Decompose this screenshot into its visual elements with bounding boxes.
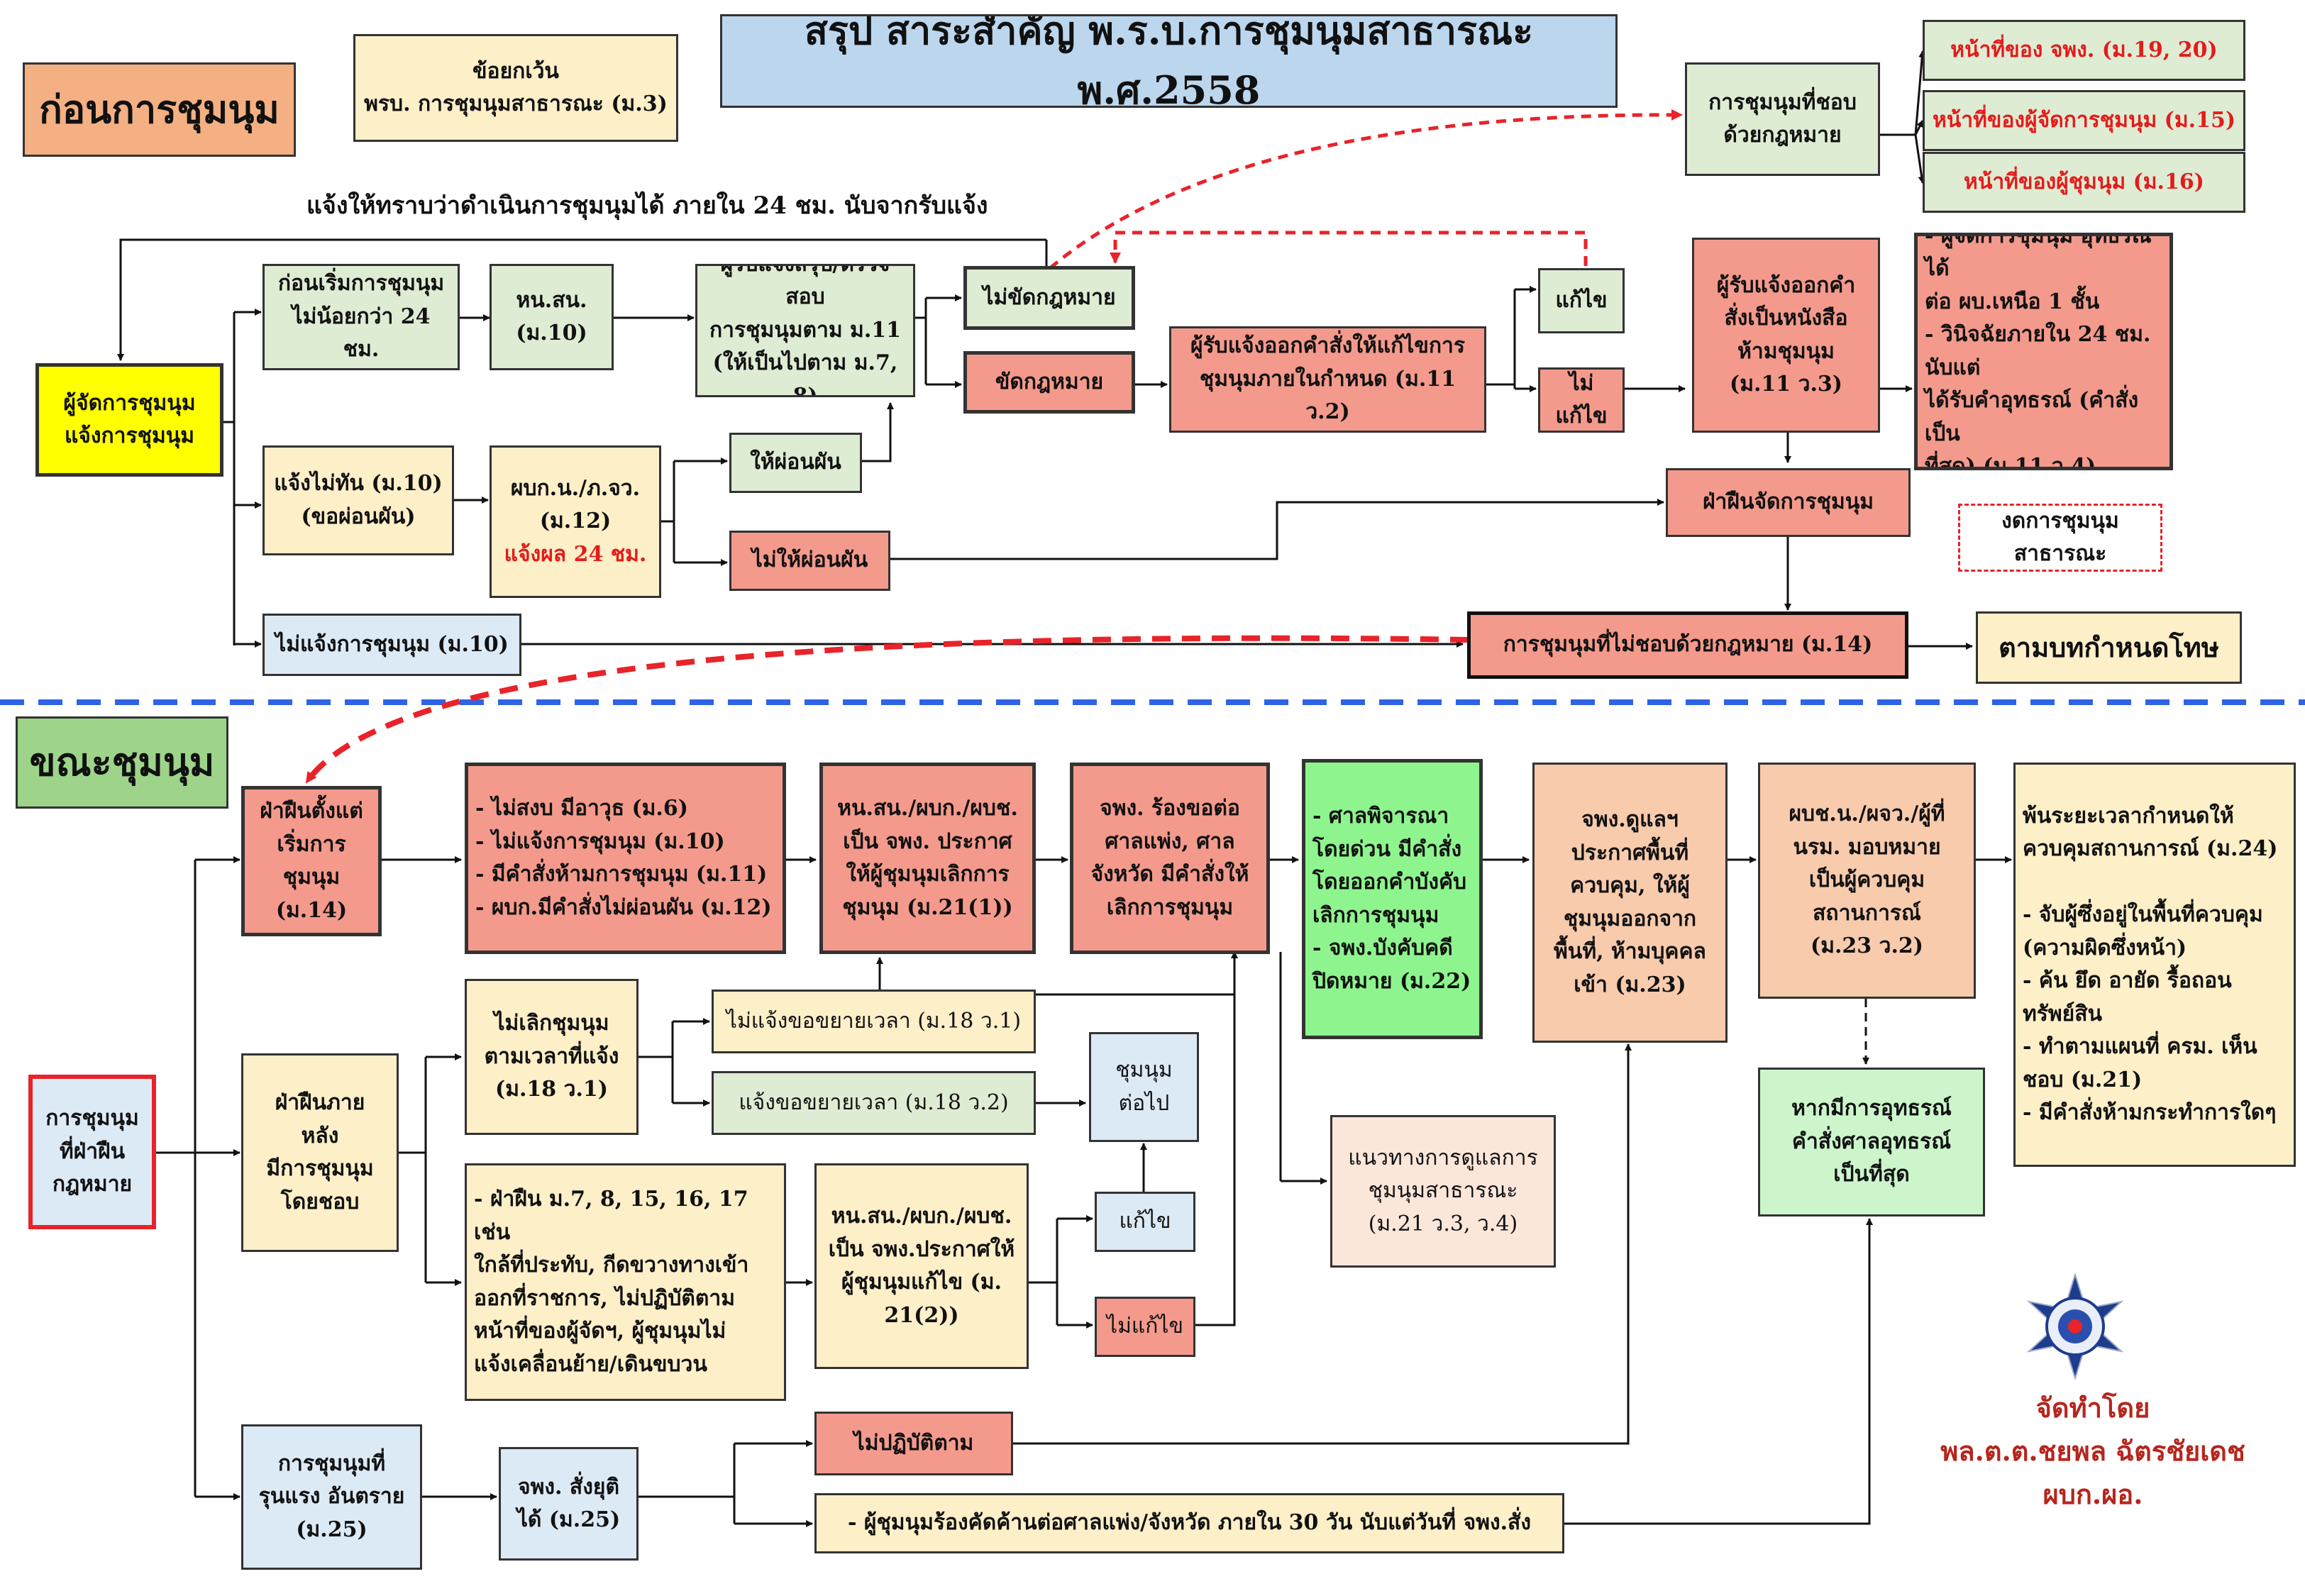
not-end-box: ไม่เลิกชุมนุม ตามเวลาที่แจ้ง (ม.18 ว.1)	[465, 979, 639, 1135]
commander-label: ผบก.น./ภ.จว. (ม.12)	[510, 475, 641, 534]
against-law-box: ขัดกฎหมาย	[963, 351, 1135, 414]
organizer-notify-box: ผู้จัดการชุมนุม แจ้งการชุมนุม	[35, 363, 223, 477]
before-start-box: ก่อนเริ่มการชุมนุม ไม่น้อยกว่า 24 ชม.	[262, 264, 460, 370]
not-comply-box: ไม่ปฏิบัติตาม	[814, 1412, 1013, 1475]
court-urgent-box: - ศาลพิจารณา โดยด่วน มีคำสั่ง โดยออกคำบั…	[1302, 759, 1483, 1039]
extension-box: แจ้งขอขยายเวลา (ม.18 ว.2)	[712, 1071, 1036, 1135]
illegal-assembly-box: การชุมนุม ที่ฝ่าฝืน กฎหมาย	[28, 1075, 156, 1229]
appeal-box: - ผู้จัดการชุมนุม อุทธรณ์ได้ ต่อ ผบ.เหนื…	[1914, 233, 2173, 470]
page-title: สรุป สาระสำคัญ พ.ร.บ.การชุมนุมสาธารณะ พ.…	[720, 14, 1618, 108]
other-violations-box: - ฝ่าฝืน ม.7, 8, 15, 16, 17 เช่น ใกล้ที่…	[465, 1163, 786, 1401]
duty-organizer-box: หน้าที่ของผู้จัดการชุมนุม (ม.15)	[1923, 90, 2245, 151]
during-section-header: ขณะชุมนุม	[16, 716, 228, 809]
announce-fix-box: หน.สน./ผบก./ผบช. เป็น จพง.ประกาศให้ ผู้ช…	[814, 1163, 1029, 1369]
continue-box: ชุมนุม ต่อไป	[1089, 1032, 1199, 1142]
order-fix-box: ผู้รับแจ้งออกคำสั่งให้แก้ไขการ ชุมนุมภาย…	[1169, 326, 1486, 433]
object-court-box: - ผู้ชุมนุมร้องคัดค้านต่อศาลแพ่ง/จังหวัด…	[814, 1493, 1564, 1553]
unlawful-assembly-box: การชุมนุมที่ไม่ชอบด้วยกฎหมาย (ม.14)	[1467, 611, 1908, 679]
stop-order-box: จพง. สั่งยุติ ได้ (ม.25)	[499, 1447, 639, 1561]
fixed-box: แก้ไข	[1538, 268, 1625, 333]
prohibit-order-box: ผู้รับแจ้งออกคำ สั่งเป็นหนังสือ ห้ามชุมน…	[1692, 238, 1880, 433]
police-emblem-icon	[2026, 1273, 2124, 1380]
station-chief-box: หน.สน. (ม.10)	[490, 264, 614, 370]
control-powers-box: พ้นระยะเวลากำหนดให้ ควบคุมสถานการณ์ (ม.2…	[2013, 763, 2296, 1167]
exception-box: ข้อยกเว้น พรบ. การชุมนุมสาธารณะ (ม.3)	[353, 34, 678, 142]
late-notify-box: แจ้งไม่ทัน (ม.10) (ขอผ่อนผัน)	[262, 445, 454, 555]
guideline-box: แนวทางการดูแลการ ชุมนุมสาธารณะ (ม.21 ว.3…	[1330, 1115, 1556, 1268]
not-fixed-box: ไม่แก้ไข	[1538, 367, 1625, 433]
summary-check-box: ผู้รับแจ้งสรุป/ตรวจสอบ การชุมนุมตาม ม.11…	[695, 264, 915, 397]
suspend-assembly-box: งดการชุมนุมสาธารณะ	[1958, 504, 2162, 572]
final-appeal-box: หากมีการอุทธรณ์ คำสั่งศาลอุทธรณ์ เป็นที่…	[1758, 1068, 1985, 1217]
credit-text: จัดทำโดย พล.ต.ต.ชยพล ฉัตรชัยเดช ผบก.ผอ.	[1940, 1392, 2245, 1510]
during-not-fixed-box: ไม่แก้ไข	[1095, 1297, 1195, 1357]
lawful-assembly-box: การชุมนุมที่ชอบ ด้วยกฎหมาย	[1685, 62, 1880, 176]
no-notify-box: ไม่แจ้งการชุมนุม (ม.10)	[262, 614, 521, 676]
court-request-box: จพง. ร้องขอต่อ ศาลแพ่ง, ศาล จังหวัด มีคำ…	[1070, 763, 1270, 954]
violate-from-start-box: ฝ่าฝืนตั้งแต่ เริ่มการ ชุมนุม (ม.14)	[241, 786, 382, 936]
violate-later-box: ฝ่าฝืนภาย หลัง มีการชุมนุม โดยชอบ	[241, 1053, 399, 1252]
allow-box: ให้ผ่อนผัน	[729, 433, 862, 493]
penalty-box: ตามบทกำหนดโทษ	[1976, 611, 2242, 684]
not-against-law-box: ไม่ขัดกฎหมาย	[963, 266, 1135, 330]
commander-box: ผบก.น./ภ.จว. (ม.12) แจ้งผล 24 ชม.	[490, 445, 661, 598]
control-area-box: จพง.ดูแลฯ ประกาศพื้นที่ ควบคุม, ให้ผู้ ช…	[1532, 763, 1728, 1043]
deny-box: ไม่ให้ผ่อนผัน	[729, 531, 890, 591]
commander-note: แจ้งผล 24 ชม.	[504, 541, 647, 567]
during-fixed-box: แก้ไข	[1095, 1192, 1195, 1252]
violations-box: - ไม่สงบ มีอาวุธ (ม.6) - ไม่แจ้งการชุมนุ…	[465, 763, 786, 954]
announce-end-box: หน.สน./ผบก./ผบช. เป็น จพง. ประกาศ ให้ผู้…	[819, 763, 1036, 954]
violent-assembly-box: การชุมนุมที่ รุนแรง อันตราย (ม.25)	[241, 1424, 422, 1570]
duty-participant-box: หน้าที่ของผู้ชุมนุม (ม.16)	[1923, 152, 2245, 213]
no-extension-box: ไม่แจ้งขอขยายเวลา (ม.18 ว.1)	[712, 990, 1036, 1053]
assign-control-box: ผบช.น./ผจว./ผู้ที่ นรม. มอบหมาย เป็นผู้ค…	[1758, 763, 1976, 999]
violate-organize-box: ฝ่าฝืนจัดการชุมนุม	[1666, 468, 1911, 537]
before-section-header: ก่อนการชุมนุม	[23, 62, 296, 157]
duty-officer-box: หน้าที่ของ จพง. (ม.19, 20)	[1923, 20, 2245, 81]
notify-note: แจ้งให้ทราบว่าดำเนินการชุมนุมได้ ภายใน 2…	[306, 192, 988, 220]
